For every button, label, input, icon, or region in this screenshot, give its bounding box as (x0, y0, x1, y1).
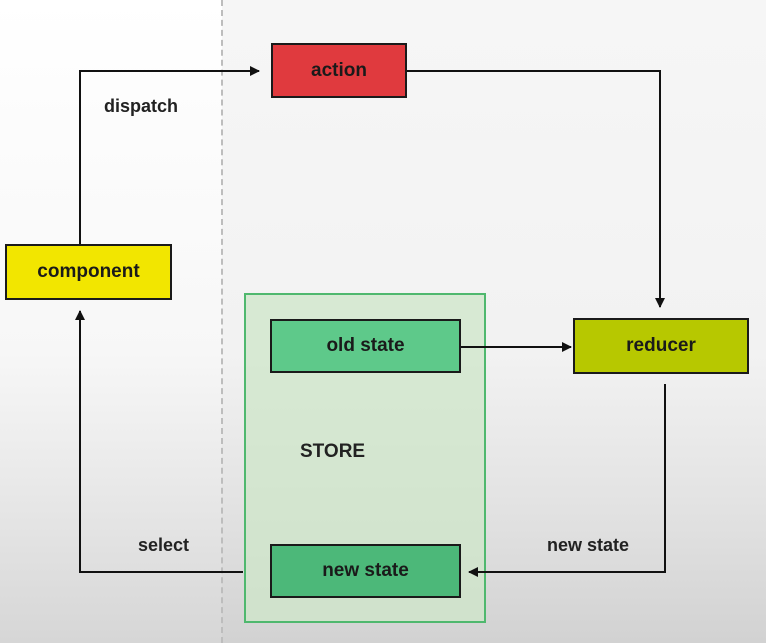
store-label: STORE (300, 441, 366, 462)
component-node: component (5, 244, 172, 300)
new-state-edge-label: new state (547, 535, 630, 555)
action-to-reducer-arrow (407, 70, 665, 308)
action-node: action (271, 43, 407, 98)
new-state-label: new state (322, 560, 409, 581)
reducer-node: reducer (573, 318, 749, 374)
action-label: action (311, 59, 367, 81)
new-state-node: new state (270, 544, 461, 598)
old-state-node: old state (270, 319, 461, 373)
reducer-to-new-state-arrow (468, 384, 666, 577)
dispatch-label: dispatch (104, 96, 179, 116)
boundary-divider (221, 0, 223, 643)
reducer-label: reducer (626, 335, 696, 356)
select-label: select (138, 535, 190, 555)
select-arrow (75, 310, 243, 573)
old-state-label: old state (326, 335, 405, 356)
dispatch-arrow (79, 66, 260, 244)
component-label: component (37, 261, 140, 282)
